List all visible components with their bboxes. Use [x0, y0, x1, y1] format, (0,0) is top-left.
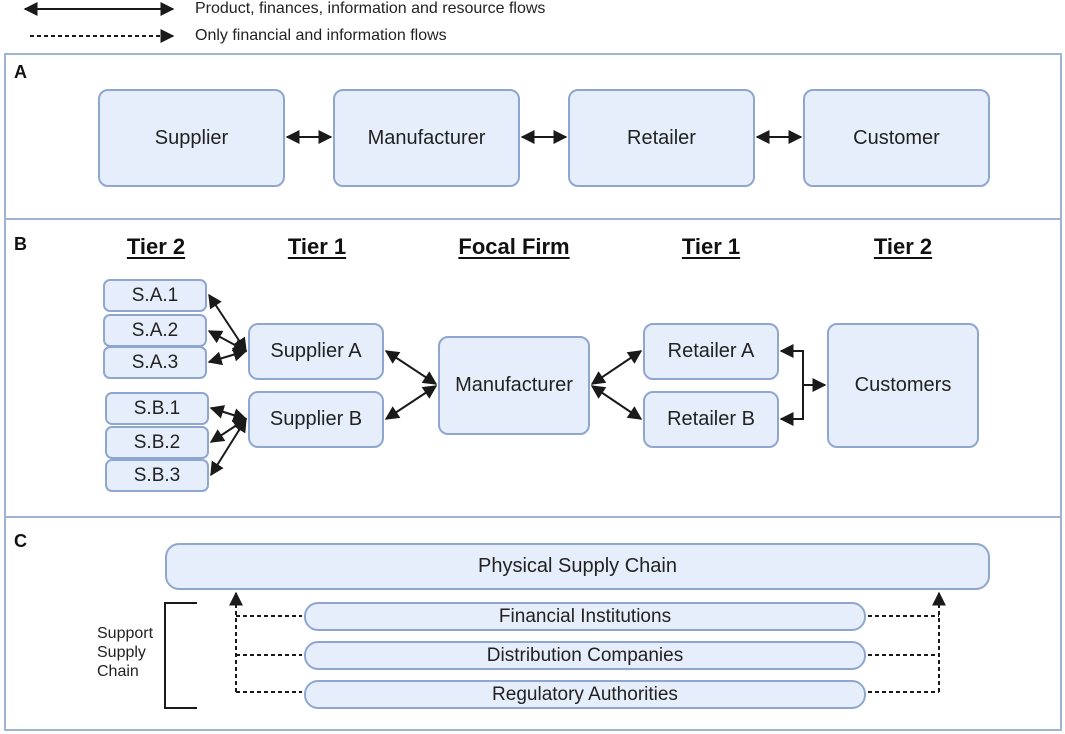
node-financial-institutions: Financial Institutions: [304, 602, 866, 631]
node-sa1: S.A.1: [103, 279, 207, 312]
node-customers: Customers: [827, 323, 979, 448]
panel-b-letter: B: [14, 234, 27, 254]
node-sa3: S.A.3: [103, 346, 207, 379]
support-label-line-3: Chain: [97, 663, 139, 680]
tier-heading-tier2-customers: Tier 2: [873, 234, 933, 259]
legend-solid-label: Product, finances, information and resou…: [195, 0, 546, 17]
tier-heading-tier1-suppliers: Tier 1: [287, 234, 347, 259]
node-sb1: S.B.1: [105, 392, 209, 425]
node-retailer: Retailer: [568, 89, 755, 187]
node-supplier-b: Supplier B: [248, 391, 384, 448]
panel-a-letter: A: [14, 62, 27, 82]
node-distribution-companies: Distribution Companies: [304, 641, 866, 670]
legend-dashed-label: Only financial and information flows: [195, 27, 447, 44]
node-supplier-a: Supplier A: [248, 323, 384, 380]
node-retailer-b: Retailer B: [643, 391, 779, 448]
support-label-line-2: Supply: [97, 644, 146, 661]
support-label-line-1: Support: [97, 625, 154, 642]
support-supply-chain-label: Support Supply Chain: [97, 624, 153, 681]
panel-c-letter: C: [14, 531, 27, 551]
node-sb3: S.B.3: [105, 459, 209, 492]
node-sa2: S.A.2: [103, 314, 207, 347]
tier-heading-tier1-retailers: Tier 1: [681, 234, 741, 259]
tier-heading-tier2-suppliers: Tier 2: [126, 234, 186, 259]
node-sb2: S.B.2: [105, 426, 209, 459]
node-supplier: Supplier: [98, 89, 285, 187]
node-retailer-a: Retailer A: [643, 323, 779, 380]
node-manufacturer: Manufacturer: [333, 89, 520, 187]
tier-heading-focal-firm: Focal Firm: [458, 234, 570, 259]
node-physical-supply-chain: Physical Supply Chain: [165, 543, 990, 590]
node-customer: Customer: [803, 89, 990, 187]
node-regulatory-authorities: Regulatory Authorities: [304, 680, 866, 709]
node-focal-manufacturer: Manufacturer: [438, 336, 590, 435]
